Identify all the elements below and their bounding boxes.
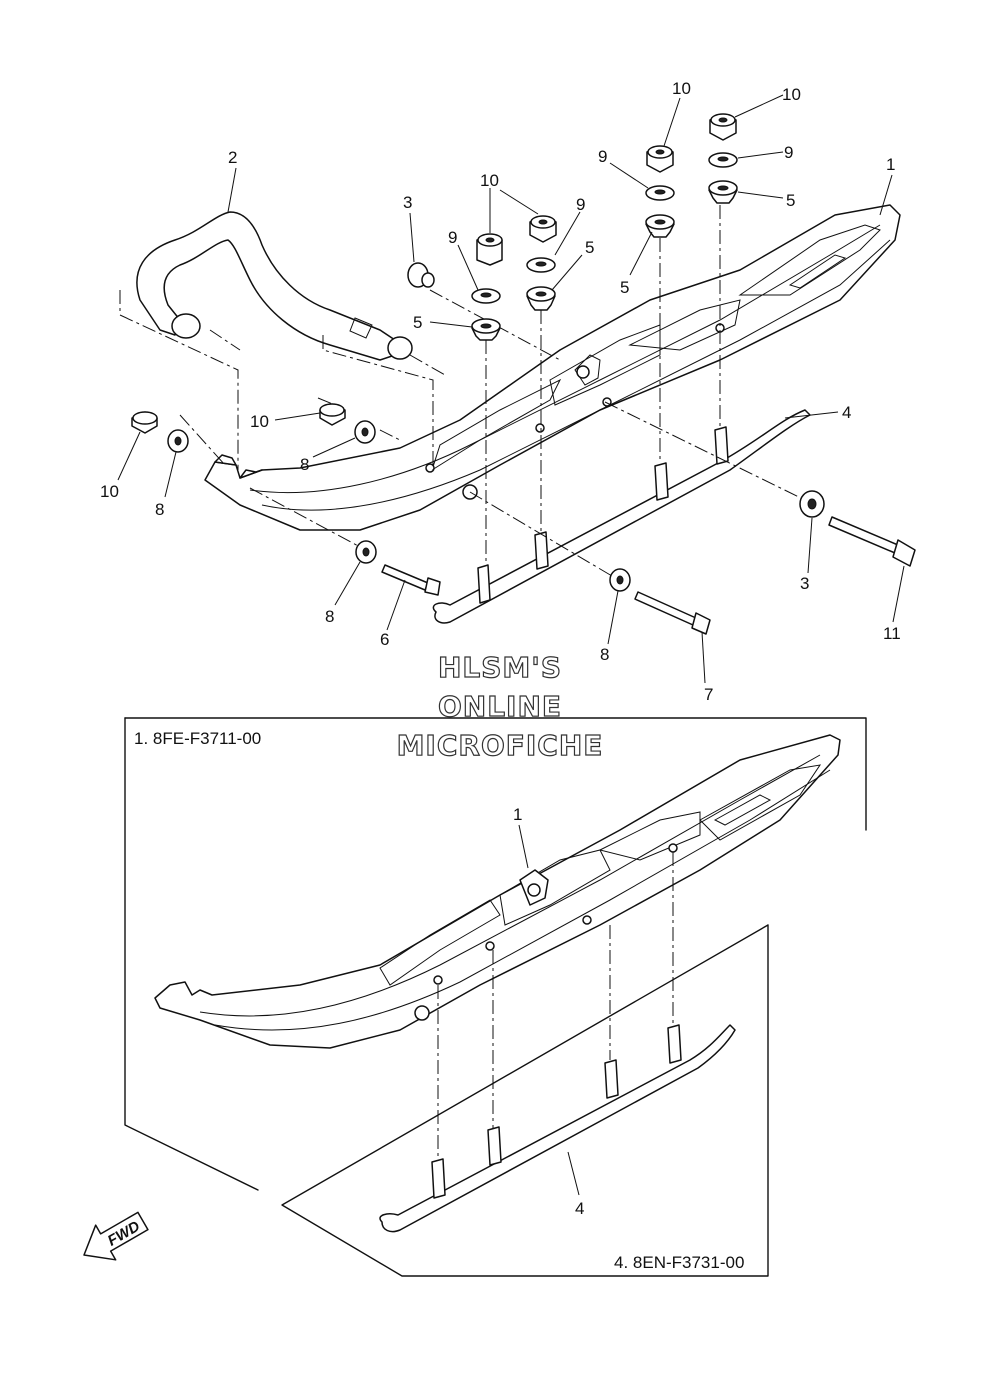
inset-box-ski: 1. 8FE-F3711-00 4. 8EN-F3731-00 xyxy=(124,717,867,1277)
collar-5-d xyxy=(708,180,738,204)
bolt-11 xyxy=(828,516,916,567)
fwd-arrow: FWD xyxy=(83,1211,149,1261)
ski-inset xyxy=(154,734,841,1049)
runner-inset: 1 4 xyxy=(379,805,736,1233)
callout-2: 2 xyxy=(228,148,237,167)
callout-10-d: 10 xyxy=(250,412,269,431)
callout-9-a: 9 xyxy=(448,228,457,247)
bushing-3-right xyxy=(799,490,825,518)
nut-10-e xyxy=(319,403,346,426)
inset-code-runner: 4. 8EN-F3731-00 xyxy=(614,1253,744,1272)
bolt-7 xyxy=(634,591,711,635)
callout-5-a: 5 xyxy=(413,313,422,332)
callout-5-d: 5 xyxy=(786,191,795,210)
callout-10-b: 10 xyxy=(672,79,691,98)
assembly-lines xyxy=(119,205,806,577)
bolt-6 xyxy=(381,564,441,596)
callout-7: 7 xyxy=(704,685,713,704)
callout-1-inset: 1 xyxy=(513,805,522,824)
callout-5-b: 5 xyxy=(585,238,594,257)
watermark-line-1: HLSM'S xyxy=(438,651,562,684)
watermark: HLSM'S ONLINE MICROFICHE xyxy=(396,650,604,762)
bushing-3-left xyxy=(407,262,435,288)
callout-10-a: 10 xyxy=(480,171,499,190)
callout-5-c: 5 xyxy=(620,278,629,297)
collar-5-b xyxy=(526,286,556,311)
callout-numbers: 1 2 3 3 4 5 5 5 5 6 7 8 8 8 8 9 9 9 9 10… xyxy=(100,79,901,704)
callout-4: 4 xyxy=(842,403,851,422)
callout-11: 11 xyxy=(883,624,901,643)
callout-9-c: 9 xyxy=(598,147,607,166)
callout-8-c: 8 xyxy=(325,607,334,626)
collar-5-c xyxy=(645,214,675,238)
leader-lines xyxy=(117,94,905,684)
callout-10-e: 10 xyxy=(100,482,119,501)
nut-10-c xyxy=(646,145,674,173)
runner-main xyxy=(432,409,811,624)
ski-handle xyxy=(136,211,413,361)
nut-10-d xyxy=(709,113,737,141)
collar-5-a xyxy=(471,318,501,341)
inset-code-ski: 1. 8FE-F3711-00 xyxy=(134,729,261,748)
nut-10-b xyxy=(529,215,557,243)
callout-4-inset: 4 xyxy=(575,1199,584,1218)
ski-main xyxy=(204,204,901,531)
callout-6: 6 xyxy=(380,630,389,649)
watermark-line-3: MICROFICHE xyxy=(397,729,604,762)
callout-10-c: 10 xyxy=(782,85,801,104)
callout-8-b: 8 xyxy=(155,500,164,519)
nut-10-a xyxy=(476,233,503,266)
fasteners xyxy=(131,113,916,635)
callout-9-d: 9 xyxy=(784,143,793,162)
callout-1: 1 xyxy=(886,155,895,174)
fwd-arrow-icon xyxy=(83,1211,149,1261)
nut-10-f xyxy=(131,411,158,434)
callout-3-left: 3 xyxy=(403,193,412,212)
callout-3-right: 3 xyxy=(800,574,809,593)
callout-8-d: 8 xyxy=(600,645,609,664)
callout-8-a: 8 xyxy=(300,455,309,474)
callout-9-b: 9 xyxy=(576,195,585,214)
